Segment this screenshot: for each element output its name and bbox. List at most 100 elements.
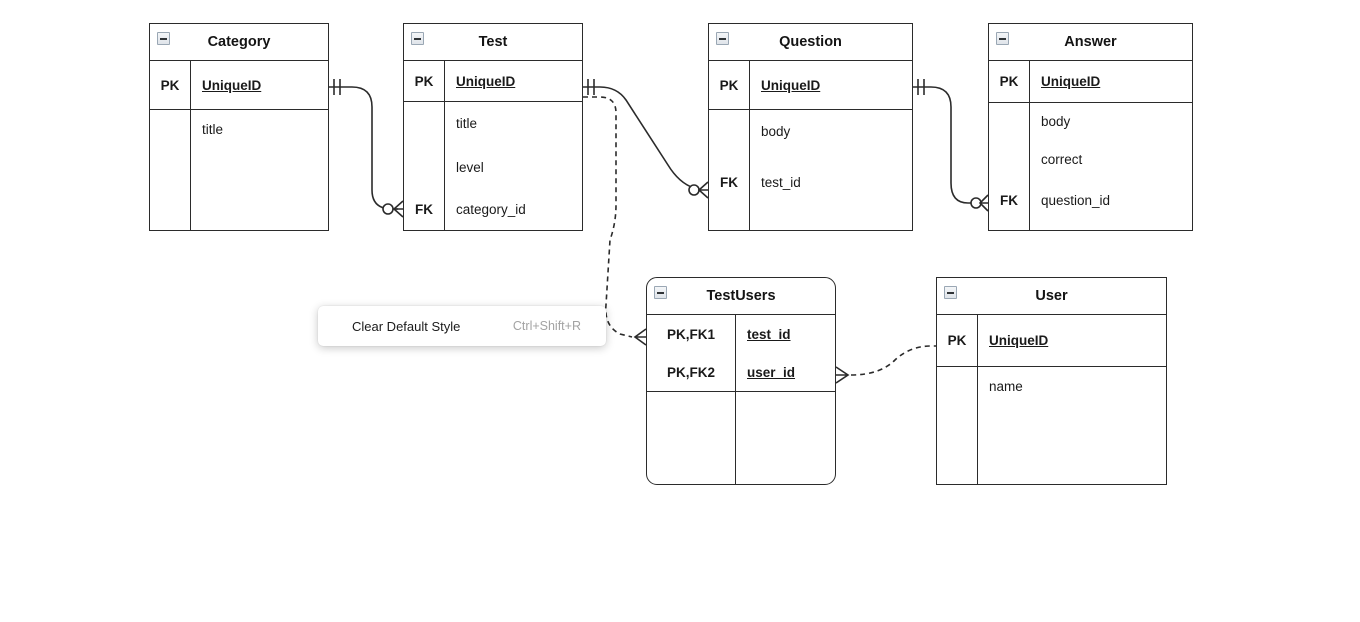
row-key: PK,FK2: [666, 364, 715, 380]
table-row[interactable]: correct: [989, 140, 1192, 178]
table-row[interactable]: body: [989, 102, 1192, 140]
table-row[interactable]: level: [404, 145, 582, 189]
entity-body: PK UniqueID body FK test_id: [709, 61, 912, 230]
row-key: PK: [947, 333, 967, 348]
entity-name: User: [1035, 288, 1068, 304]
relationship-category-test[interactable]: [329, 79, 404, 218]
collapse-minus-icon[interactable]: [716, 32, 729, 45]
entity-category[interactable]: Category PK UniqueID title: [149, 23, 329, 231]
table-row[interactable]: [937, 445, 1166, 484]
row-field: test_id: [747, 326, 791, 342]
table-row[interactable]: name: [937, 366, 1166, 406]
table-row[interactable]: [150, 149, 328, 189]
table-row[interactable]: [647, 391, 835, 437]
entity-header: Question: [709, 24, 912, 61]
table-row[interactable]: title: [404, 101, 582, 145]
table-row[interactable]: [150, 189, 328, 229]
collapse-minus-icon[interactable]: [654, 286, 667, 299]
row-field: body: [1041, 113, 1071, 129]
context-menu-item-shortcut: Ctrl+Shift+R: [512, 319, 581, 333]
table-row[interactable]: PK,FK2 user_id: [647, 353, 835, 391]
entity-header: Answer: [989, 24, 1192, 61]
key-column-divider: [977, 315, 978, 484]
entity-question[interactable]: Question PK UniqueID body FK test_id: [708, 23, 913, 231]
entity-body: PK UniqueID name: [937, 315, 1166, 484]
key-section-divider: [937, 366, 1166, 367]
row-field: UniqueID: [202, 77, 262, 93]
table-row[interactable]: PK UniqueID: [709, 61, 912, 109]
table-row[interactable]: PK UniqueID: [150, 61, 328, 109]
row-field: correct: [1041, 151, 1083, 167]
relationship-question-answer[interactable]: [913, 79, 989, 212]
relationship-test-question[interactable]: [583, 79, 709, 199]
row-field: UniqueID: [1041, 74, 1101, 89]
row-field: UniqueID: [761, 77, 821, 93]
table-row[interactable]: FK question_id: [989, 178, 1192, 223]
entity-header: TestUsers: [647, 278, 835, 315]
table-row[interactable]: body: [709, 109, 912, 154]
collapse-minus-icon[interactable]: [411, 32, 424, 45]
key-column-divider: [190, 61, 191, 230]
row-key: FK: [720, 175, 738, 190]
entity-user[interactable]: User PK UniqueID name: [936, 277, 1167, 485]
relationship-testusers-user[interactable]: [835, 345, 936, 384]
entity-body: PK,FK1 test_id PK,FK2 user_id: [647, 315, 835, 484]
key-column-divider: [749, 61, 750, 230]
key-column-divider: [735, 315, 736, 484]
row-field: body: [761, 124, 791, 139]
row-field: name: [989, 378, 1023, 394]
row-key: FK: [1000, 193, 1018, 208]
key-column-divider: [1029, 61, 1030, 230]
table-row[interactable]: [937, 406, 1166, 445]
table-row[interactable]: FK category_id: [404, 189, 582, 230]
row-field: UniqueID: [989, 333, 1049, 348]
table-row[interactable]: title: [150, 109, 328, 149]
row-field: UniqueID: [456, 73, 516, 89]
row-field: title: [456, 115, 478, 131]
context-menu[interactable]: Clear Default Style Ctrl+Shift+R: [318, 306, 606, 346]
key-section-divider: [709, 109, 912, 110]
entity-answer[interactable]: Answer PK UniqueID body correct FK quest…: [988, 23, 1193, 231]
row-field: test_id: [761, 175, 801, 190]
row-key: PK: [160, 77, 180, 93]
entity-header: Category: [150, 24, 328, 61]
table-row[interactable]: PK UniqueID: [404, 61, 582, 101]
table-row[interactable]: [709, 211, 912, 230]
entity-header: Test: [404, 24, 582, 61]
row-field: level: [456, 159, 484, 175]
row-key: PK,FK1: [666, 326, 715, 342]
entity-header: User: [937, 278, 1166, 315]
table-row[interactable]: PK UniqueID: [937, 315, 1166, 366]
key-section-divider: [647, 391, 835, 392]
row-field: category_id: [456, 202, 526, 217]
entity-testusers[interactable]: TestUsers PK,FK1 test_id PK,FK2 user_id: [646, 277, 836, 485]
entity-body: PK UniqueID title level FK category_id: [404, 61, 582, 230]
key-section-divider: [989, 102, 1192, 103]
collapse-minus-icon[interactable]: [996, 32, 1009, 45]
entity-test[interactable]: Test PK UniqueID title level FK category…: [403, 23, 583, 231]
collapse-minus-icon[interactable]: [157, 32, 170, 45]
key-section-divider: [404, 101, 582, 102]
table-row[interactable]: PK UniqueID: [989, 61, 1192, 102]
entity-name: Category: [207, 34, 271, 50]
row-field: question_id: [1041, 193, 1111, 208]
context-menu-item-clear-default-style[interactable]: Clear Default Style: [352, 318, 461, 334]
row-field: user_id: [747, 364, 796, 380]
entity-name: Test: [478, 34, 508, 50]
entity-body: PK UniqueID body correct FK question_id: [989, 61, 1192, 230]
table-row[interactable]: PK,FK1 test_id: [647, 315, 835, 353]
entity-name: Answer: [1064, 34, 1117, 50]
entity-body: PK UniqueID title: [150, 61, 328, 230]
table-row[interactable]: FK test_id: [709, 154, 912, 211]
row-key: PK: [999, 74, 1019, 89]
table-row[interactable]: [647, 437, 835, 484]
key-section-divider: [150, 109, 328, 110]
entity-name: TestUsers: [706, 288, 776, 304]
collapse-minus-icon[interactable]: [944, 286, 957, 299]
row-field: title: [202, 121, 224, 137]
entity-name: Question: [779, 34, 842, 50]
row-key: PK: [414, 73, 434, 89]
key-column-divider: [444, 61, 445, 230]
row-key: FK: [415, 202, 433, 217]
